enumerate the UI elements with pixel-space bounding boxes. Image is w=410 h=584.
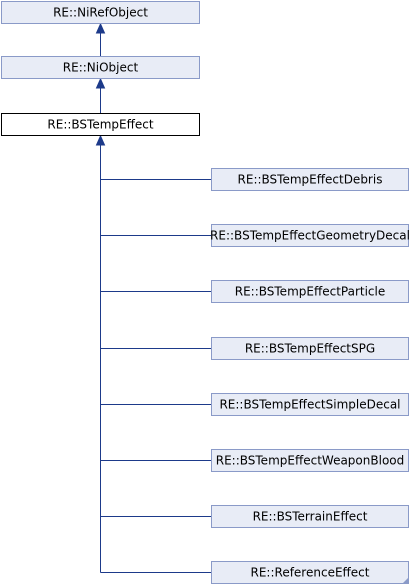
class-node-weaponblood-label: RE::BSTempEffectWeaponBlood xyxy=(216,454,405,468)
class-node-debris[interactable]: RE::BSTempEffectDebris xyxy=(211,168,409,191)
class-node-bstemp-label: RE::BSTempEffect xyxy=(47,118,153,132)
class-node-niref-label: RE::NiRefObject xyxy=(53,6,148,20)
class-node-geomdecal-box xyxy=(211,224,409,247)
class-node-debris-box xyxy=(211,168,409,191)
class-node-reference[interactable]: RE::ReferenceEffect xyxy=(211,561,409,584)
class-node-bstemp-box xyxy=(1,113,200,136)
arrow-to-nirefobject xyxy=(95,22,106,34)
class-node-spg-label: RE::BSTempEffectSPG xyxy=(245,342,375,356)
truncated-corner-icon xyxy=(402,577,409,584)
class-node-terrain[interactable]: RE::BSTerrainEffect xyxy=(211,505,409,528)
class-node-debris-label: RE::BSTempEffectDebris xyxy=(238,173,383,187)
class-node-niref[interactable]: RE::NiRefObject xyxy=(1,1,200,24)
class-node-spg-box xyxy=(211,337,409,360)
class-node-simpledecal-label: RE::BSTempEffectSimpleDecal xyxy=(219,398,400,412)
class-node-weaponblood[interactable]: RE::BSTempEffectWeaponBlood xyxy=(211,449,409,472)
class-node-geomdecal[interactable]: RE::BSTempEffectGeometryDecal xyxy=(210,224,410,247)
class-node-reference-label: RE::ReferenceEffect xyxy=(251,566,370,580)
class-node-bstemp[interactable]: RE::BSTempEffect xyxy=(1,113,200,136)
class-node-simpledecal-box xyxy=(211,393,409,416)
class-node-terrain-label: RE::BSTerrainEffect xyxy=(253,510,368,524)
arrow-to-niobject xyxy=(95,77,106,89)
class-node-particle-box xyxy=(211,280,409,303)
class-node-niobject[interactable]: RE::NiObject xyxy=(1,56,200,79)
class-node-niobject-label: RE::NiObject xyxy=(63,61,139,75)
inheritance-edges xyxy=(95,22,212,573)
class-node-particle[interactable]: RE::BSTempEffectParticle xyxy=(211,280,409,303)
class-node-weaponblood-box xyxy=(211,449,409,472)
class-node-niref-box xyxy=(1,1,200,24)
class-node-particle-label: RE::BSTempEffectParticle xyxy=(235,285,386,299)
class-node-simpledecal[interactable]: RE::BSTempEffectSimpleDecal xyxy=(211,393,409,416)
arrow-to-bstempeffect xyxy=(95,134,106,146)
class-node-spg[interactable]: RE::BSTempEffectSPG xyxy=(211,337,409,360)
class-node-terrain-box xyxy=(211,505,409,528)
class-node-geomdecal-label: RE::BSTempEffectGeometryDecal xyxy=(210,229,410,243)
class-node-niobject-box xyxy=(1,56,200,79)
